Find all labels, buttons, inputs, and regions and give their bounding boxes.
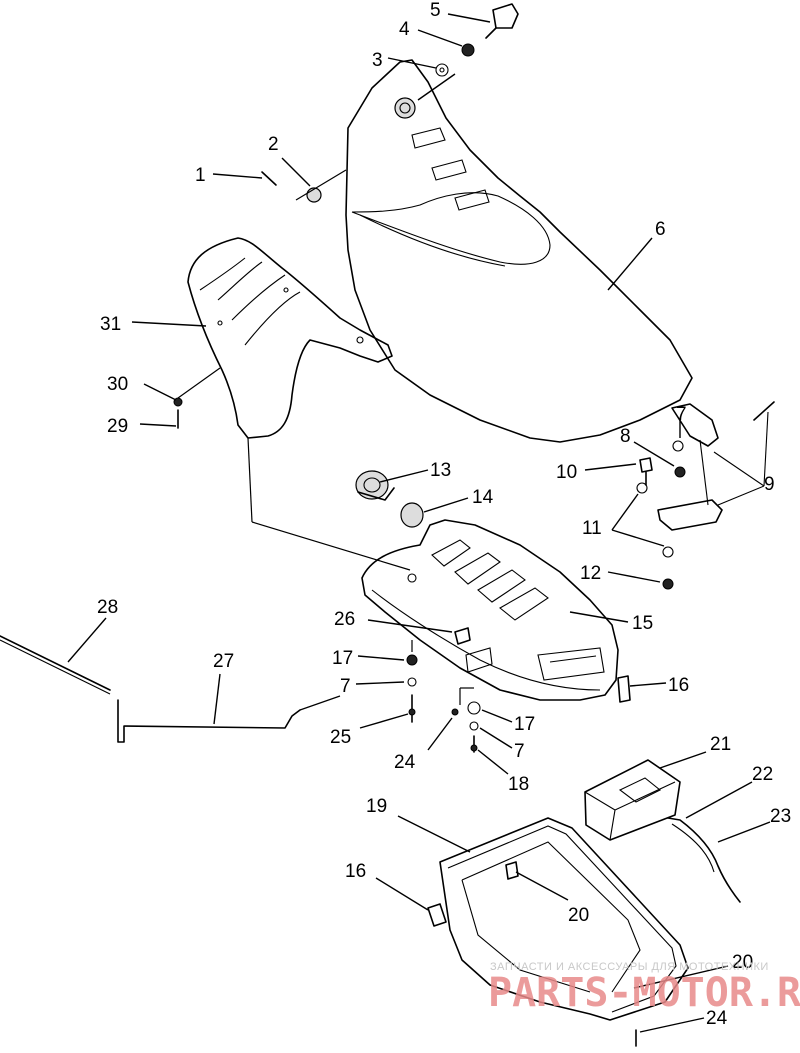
pin-part [261, 171, 277, 186]
callout-2: 2 [268, 134, 279, 155]
callout-28: 28 [97, 597, 118, 618]
front-cover-part [187, 237, 393, 439]
callout-31: 31 [100, 314, 121, 335]
rod-27-part [117, 695, 341, 743]
callout-20-bottom: 20 [732, 952, 753, 973]
callout-1: 1 [195, 165, 206, 186]
tray-part [439, 817, 689, 1021]
callout-19: 19 [366, 796, 387, 817]
watermark-logo: PARTS-MOTOR.RU [488, 970, 800, 1016]
callout-21: 21 [710, 734, 731, 755]
leader-lines [67, 13, 771, 1033]
callout-30: 30 [107, 374, 128, 395]
callout-24-middle: 24 [394, 752, 416, 773]
grommet-part [400, 502, 424, 528]
callout-16-left: 16 [345, 861, 366, 882]
callout-17-left: 17 [332, 648, 353, 669]
callout-13: 13 [430, 460, 451, 481]
callout-14: 14 [472, 487, 494, 508]
callout-7-right: 7 [514, 741, 525, 762]
tank-fitting-part [454, 627, 471, 645]
callout-22: 22 [752, 764, 773, 785]
bracket-hardware [636, 401, 775, 590]
plug-16-part [617, 675, 631, 703]
battery-part [584, 759, 681, 841]
callout-16-right: 16 [668, 675, 689, 696]
callout-3: 3 [372, 50, 383, 71]
callout-11: 11 [582, 518, 602, 539]
filler-neck-part [355, 470, 395, 501]
callout-12: 12 [580, 563, 601, 584]
callout-17-right: 17 [514, 714, 535, 735]
choke-cable-part [0, 635, 111, 695]
callout-10: 10 [556, 462, 577, 483]
callout-4: 4 [399, 19, 410, 40]
washer-2-part [306, 187, 322, 203]
screw-20-part [505, 861, 519, 880]
hose-part [667, 817, 741, 903]
callout-24-bottom: 24 [706, 1008, 728, 1029]
callout-7-upper: 7 [676, 404, 687, 425]
callout-29: 29 [107, 416, 128, 437]
seat-part [345, 59, 693, 443]
callout-labels: 1 2 3 4 5 6 7 8 9 10 11 12 13 14 15 16 1… [97, 0, 791, 1029]
callout-18: 18 [508, 774, 529, 795]
watermark: ЗАПЧАСТИ И АКСЕССУАРЫ ДЛЯ МОТОТЕХНИКИ PA… [488, 961, 800, 1016]
fuel-tank-part [361, 519, 619, 701]
nut-part [461, 43, 475, 57]
callout-25: 25 [330, 727, 351, 748]
latch-knob-part [485, 3, 519, 39]
callout-23: 23 [770, 806, 791, 827]
callout-7-left: 7 [340, 676, 351, 697]
callout-6: 6 [655, 219, 666, 240]
washer-part [435, 63, 449, 77]
watermark-caption: ЗАПЧАСТИ И АКСЕССУАРЫ ДЛЯ МОТОТЕХНИКИ [490, 961, 769, 973]
callout-9: 9 [764, 474, 775, 495]
callout-5: 5 [430, 0, 441, 21]
callout-20-inside: 20 [568, 905, 589, 926]
callout-15: 15 [632, 613, 653, 634]
callout-27: 27 [213, 651, 234, 672]
callout-26: 26 [334, 609, 355, 630]
callout-8: 8 [620, 426, 631, 447]
